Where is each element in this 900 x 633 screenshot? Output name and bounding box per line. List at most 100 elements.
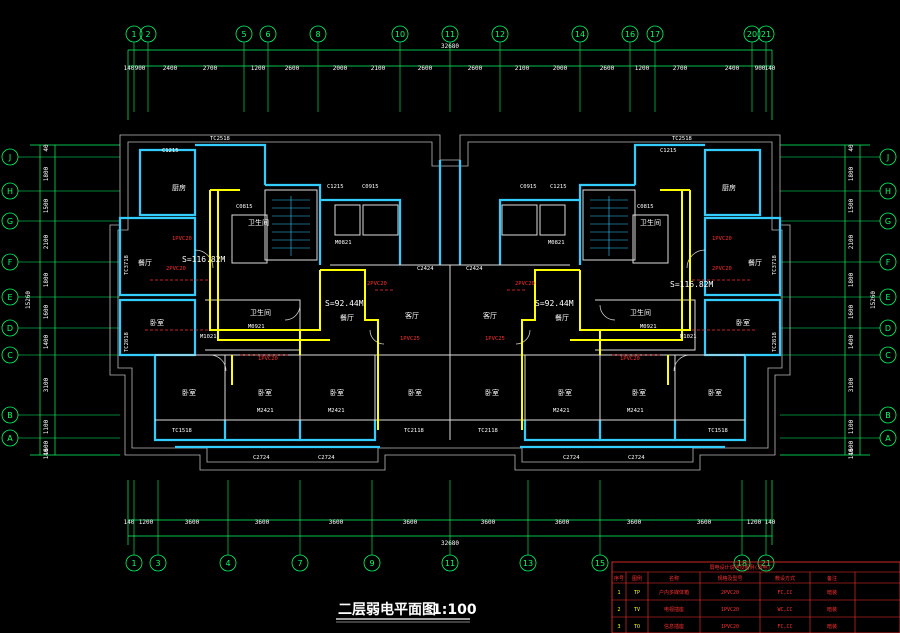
left-axis-D-label: D xyxy=(7,324,13,333)
right-axis-A-label: A xyxy=(885,434,891,443)
top-dim-3: 2700 xyxy=(203,65,218,72)
bottom-axis-11-5: 11 xyxy=(441,554,459,572)
left-axis-G: G xyxy=(1,212,19,230)
right-axis-C: C xyxy=(879,346,897,364)
left-axis-B: B xyxy=(1,406,19,424)
right-axis-H: H xyxy=(879,182,897,200)
legend-row1-spec: 2PVC20 xyxy=(721,590,739,596)
room-bedroom-2: 卧室 xyxy=(258,388,272,397)
top-axis-12-7-label: 12 xyxy=(495,30,505,39)
tag-m2421-1: M2421 xyxy=(257,408,274,414)
bottom-axis-7-3-label: 7 xyxy=(297,559,302,568)
tag-c2724-2: C2724 xyxy=(318,455,335,461)
bottom-axis-18-8-label: 18 xyxy=(737,559,747,568)
left-axis-J: J xyxy=(1,148,19,166)
room-bedroom-8: 卧室 xyxy=(708,388,722,397)
tag-c1215-right-a: C1215 xyxy=(660,148,677,154)
left-dim-9: 1600 xyxy=(43,440,50,455)
overall-depth-right: 15260 xyxy=(870,291,877,309)
legend-col-5: 备注 xyxy=(827,575,837,582)
left-axis-F: F xyxy=(1,253,19,271)
right-dim-2: 1500 xyxy=(848,198,855,213)
legend-row2-spec: 1PVC20 xyxy=(721,607,739,613)
bottom-dim-9: 3600 xyxy=(697,519,712,526)
room-dining-right: 餐厅 xyxy=(748,258,762,267)
right-axis-F: F xyxy=(879,253,897,271)
tag-m2421-4: M2421 xyxy=(627,408,644,414)
left-dim-0: 40 xyxy=(43,144,50,152)
top-dim-4: 1200 xyxy=(251,65,266,72)
right-dim-1: 1800 xyxy=(848,166,855,181)
room-bath-right-2: 卫生间 xyxy=(630,308,651,317)
cable-runs xyxy=(209,189,691,430)
left-axis-D: D xyxy=(1,319,19,337)
right-dim-4: 1800 xyxy=(848,272,855,287)
room-bedroom-left-1: 卧室 xyxy=(150,318,164,327)
top-axis-8-4-label: 8 xyxy=(315,30,320,39)
tag-m1021-left: M1021 xyxy=(200,334,217,340)
legend-col-2: 名称 xyxy=(669,575,679,582)
tag-c0915-left: C0915 xyxy=(362,184,379,190)
room-living-right: 客厅 xyxy=(483,311,497,320)
top-axis-20-11: 20 xyxy=(743,25,761,43)
room-bedroom-7: 卧室 xyxy=(632,388,646,397)
legend-row1-no: 1 xyxy=(617,590,620,596)
top-axis-10-5-label: 10 xyxy=(395,30,405,39)
room-labels: 厨房 厨房 餐厅 餐厅 卧室 卧室 卫生间 卫生间 卫生间 卫生间 餐厅 餐厅 … xyxy=(138,183,762,397)
bottom-dim-11: 140 xyxy=(765,519,776,526)
left-axis-A: A xyxy=(1,429,19,447)
room-kitchen-left: 厨房 xyxy=(172,183,186,192)
bottom-dim-0: 140 xyxy=(124,519,135,526)
legend-row3-note: 暗装 xyxy=(827,623,837,630)
left-dim-10: 140 xyxy=(43,448,50,459)
tag-tc2518-right: TC2518 xyxy=(672,136,692,142)
bottom-axis-4-2: 4 xyxy=(219,554,237,572)
left-axis-H: H xyxy=(1,182,19,200)
legend-row2-no: 2 xyxy=(617,607,620,613)
top-dim-0: 140 xyxy=(124,65,135,72)
bottom-axis-4-2-label: 4 xyxy=(225,559,230,568)
top-axis-21-12-label: 21 xyxy=(761,30,771,39)
right-dim-9: 1600 xyxy=(848,440,855,455)
legend-row2-lay: WC,CC xyxy=(777,607,792,613)
legend-header: 弱电设计说明及图例(弱电) xyxy=(709,564,770,571)
right-axis-E-label: E xyxy=(885,293,890,302)
left-dim-4: 1800 xyxy=(43,272,50,287)
legend-row3-sym: TO xyxy=(634,624,640,630)
top-dim-16: 900 xyxy=(755,65,766,72)
left-axis-B-label: B xyxy=(7,411,13,420)
top-dim-8: 2600 xyxy=(418,65,433,72)
top-axis-11-6-label: 11 xyxy=(445,30,455,39)
tag-tc1518-right: TC1518 xyxy=(708,428,728,434)
right-axis-H-label: H xyxy=(885,187,891,196)
bottom-dim-2: 3600 xyxy=(185,519,200,526)
tag-m0821-left: M0821 xyxy=(335,240,352,246)
area-center-left: S=92.44M xyxy=(325,299,364,308)
tag-c2424-left: C2424 xyxy=(417,266,434,272)
tag-c0815-left: C0815 xyxy=(236,204,253,210)
top-axis-5-2-label: 5 xyxy=(241,30,246,39)
legend-row2-sym: TV xyxy=(634,607,640,613)
left-axis-C-label: C xyxy=(7,351,13,360)
area-left-unit: S=116.82M xyxy=(182,255,226,264)
drawing-scale: 1:100 xyxy=(432,602,477,618)
right-dim-8: 1100 xyxy=(848,419,855,434)
right-axis-B: B xyxy=(879,406,897,424)
cable-tag-1: 1PVC20 xyxy=(172,236,192,242)
top-dim-17: 140 xyxy=(765,65,776,72)
legend-col-0: 序号 xyxy=(614,575,624,582)
room-bedroom-right-1: 卧室 xyxy=(736,318,750,327)
tag-m0921-right: M0921 xyxy=(640,324,657,330)
right-axis-F-label: F xyxy=(886,258,891,267)
right-axis-G: G xyxy=(879,212,897,230)
right-axis-E: E xyxy=(879,288,897,306)
bottom-dim-5: 3600 xyxy=(403,519,418,526)
top-axis-17-10: 17 xyxy=(646,25,664,43)
bottom-dim-6: 3600 xyxy=(481,519,496,526)
left-axis-H-label: H xyxy=(7,187,13,196)
